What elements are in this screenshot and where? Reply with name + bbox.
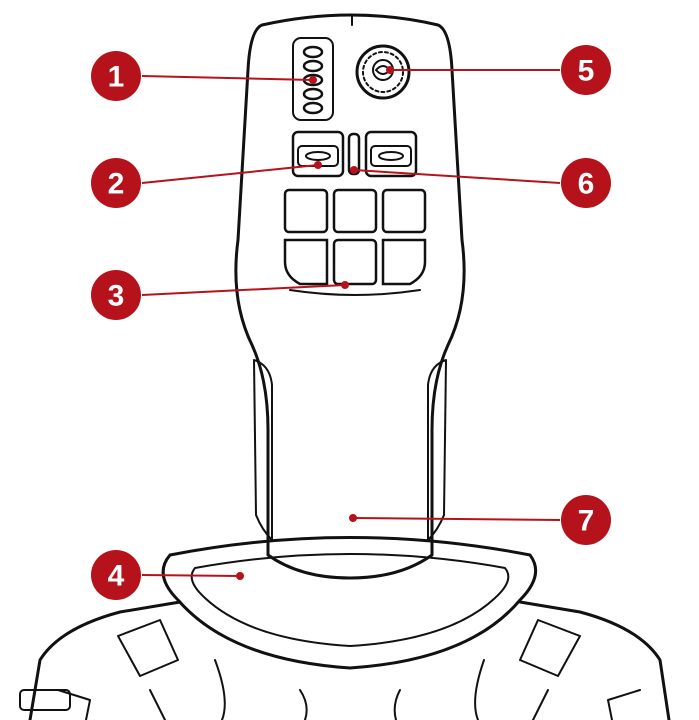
rocker-buttons bbox=[291, 130, 418, 178]
leader-dot-3 bbox=[341, 281, 349, 289]
mini-button-5[interactable] bbox=[302, 101, 324, 115]
callout-number: 5 bbox=[578, 55, 595, 88]
leader-line-3 bbox=[141, 284, 346, 296]
callout-circle bbox=[561, 45, 611, 95]
leader-lines bbox=[141, 66, 561, 580]
callout-left-rocker-button: 2 bbox=[91, 158, 141, 208]
mini-button-1[interactable] bbox=[302, 45, 324, 59]
thumb-wheel[interactable] bbox=[355, 44, 411, 100]
callout-button-grid: 3 bbox=[91, 270, 141, 320]
callout-circle bbox=[561, 495, 611, 545]
leader-dot-4 bbox=[236, 572, 244, 580]
callout-circle bbox=[91, 158, 141, 208]
button-grid bbox=[283, 188, 427, 296]
callout-thumb-wheel: 5 bbox=[561, 45, 611, 95]
callout-number: 3 bbox=[108, 280, 125, 313]
grid-button-2[interactable] bbox=[332, 188, 378, 234]
callout-circle bbox=[91, 270, 141, 320]
grid-button-3[interactable] bbox=[381, 188, 427, 234]
callout-handle-grip: 7 bbox=[561, 495, 611, 545]
left-rocker-button[interactable] bbox=[291, 130, 345, 178]
callout-circle bbox=[91, 51, 141, 101]
base-housing bbox=[19, 600, 671, 720]
callout-mini-button-stack: 1 bbox=[91, 51, 141, 101]
leader-dot-1 bbox=[309, 76, 317, 84]
mini-button-2[interactable] bbox=[302, 59, 324, 73]
right-rocker-button[interactable] bbox=[364, 130, 418, 178]
leader-dot-2 bbox=[314, 161, 322, 169]
callout-circle bbox=[561, 158, 611, 208]
callout-center-led: 6 bbox=[561, 158, 611, 208]
callout-number: 4 bbox=[108, 560, 125, 593]
leader-line-7 bbox=[352, 517, 561, 521]
grid-button-5[interactable] bbox=[332, 238, 378, 286]
leader-line-1 bbox=[141, 75, 314, 81]
mini-button-stack bbox=[292, 37, 334, 121]
leader-line-2 bbox=[141, 164, 319, 184]
leader-line-4 bbox=[141, 574, 241, 577]
leader-dot-5 bbox=[386, 66, 394, 74]
base-collar bbox=[161, 536, 538, 670]
callout-number: 6 bbox=[578, 168, 595, 201]
callout-number: 2 bbox=[108, 168, 125, 201]
grid-button-4[interactable] bbox=[283, 238, 329, 286]
leader-line-6 bbox=[353, 169, 561, 184]
callout-circle bbox=[91, 550, 141, 600]
mini-button-4[interactable] bbox=[302, 87, 324, 101]
handle-grip bbox=[234, 13, 466, 580]
leader-dot-6 bbox=[350, 166, 358, 174]
grid-button-6[interactable] bbox=[381, 238, 427, 286]
grid-button-1[interactable] bbox=[283, 188, 329, 234]
callout-number: 7 bbox=[578, 505, 595, 538]
callout-badges: 1 2 3 4 5 6 7 bbox=[91, 45, 611, 600]
leader-dot-7 bbox=[349, 514, 357, 522]
callout-number: 1 bbox=[108, 61, 125, 94]
callout-base-collar: 4 bbox=[91, 550, 141, 600]
